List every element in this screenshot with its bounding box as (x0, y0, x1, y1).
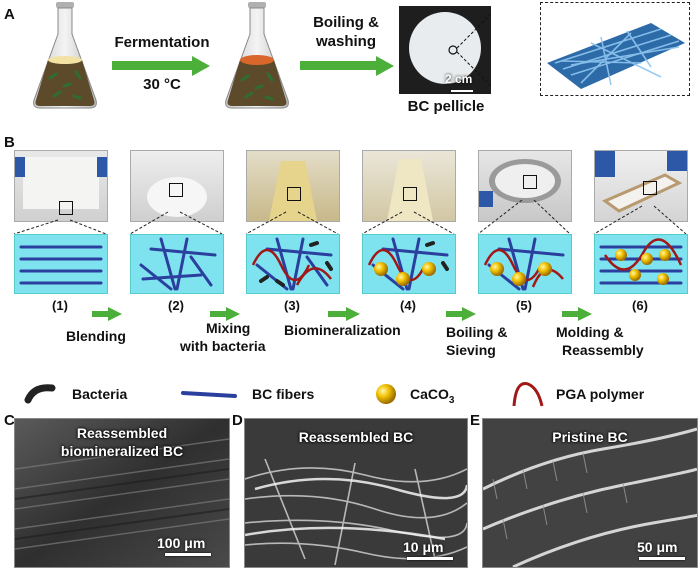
flask-fermented-icon (225, 2, 289, 109)
legend-bacteria: Bacteria (72, 386, 128, 402)
caco3-icon (376, 384, 396, 404)
sem-d-scale-label: 10 μm (403, 539, 444, 555)
panel-e-letter: E (470, 412, 481, 429)
bc-fiber-icon (181, 391, 237, 398)
photo-step1 (14, 150, 108, 222)
boiling-label: Boiling & (313, 14, 379, 31)
step-number-4: (4) (400, 298, 416, 313)
sem-e-scale-bar (639, 557, 685, 560)
sem-c-title-line2: biomineralized BC (60, 443, 184, 459)
caco3-text: CaCO (410, 386, 449, 402)
sem-d-title: Reassembled BC (298, 429, 414, 445)
fiber-network-zoom (540, 2, 690, 96)
arrow-boiling-icon (300, 56, 394, 76)
sem-e-title: Pristine BC (552, 429, 628, 445)
schematic-step6 (594, 234, 688, 294)
pellicle-scale-label: 2 cm (445, 72, 473, 86)
pga-polymer-icon (512, 381, 544, 407)
step-number-5: (5) (516, 298, 532, 313)
panel-b-letter: B (4, 134, 15, 151)
temperature-label: 30 °C (143, 76, 181, 93)
sem-d-scale-bar (407, 557, 453, 560)
sem-e-scale-label: 50 μm (637, 539, 678, 555)
panel-d-letter: D (232, 412, 243, 429)
reassembly-label: Reassembly (562, 342, 644, 358)
with-bacteria-label: with bacteria (180, 338, 266, 354)
fermentation-label: Fermentation (114, 34, 210, 51)
schematic-step3 (246, 234, 340, 294)
step-number-6: (6) (632, 298, 648, 313)
blending-label: Blending (66, 328, 126, 344)
boiling-sieving-line2: Sieving (446, 342, 496, 358)
sem-image-c: Reassembled biomineralized BC 100 μm (14, 418, 230, 568)
panel-c-letter: C (4, 412, 15, 429)
sem-image-e: Pristine BC 50 μm (482, 418, 698, 568)
sem-image-d: Reassembled BC 10 μm (244, 418, 468, 568)
bacteria-icon (24, 384, 56, 404)
bc-pellicle-label: BC pellicle (407, 98, 485, 115)
photo-step3 (246, 150, 340, 222)
sem-c-scale-label: 100 μm (157, 535, 206, 551)
schematic-step1 (14, 234, 108, 294)
photo-step5 (478, 150, 572, 222)
arrow-fermentation-icon (112, 56, 210, 76)
molding-label: Molding & (556, 324, 624, 340)
step-number-3: (3) (284, 298, 300, 313)
schematic-step2 (130, 234, 224, 294)
biomineralization-label: Biomineralization (284, 322, 401, 338)
schematic-step4 (362, 234, 456, 294)
boiling-sieving-line1: Boiling & (446, 324, 508, 340)
legend-pga-polymer: PGA polymer (556, 386, 645, 402)
sem-c-title-line1: Reassembled (76, 425, 168, 441)
legend-caco3: CaCO3 (410, 386, 454, 406)
caco3-subscript: 3 (448, 394, 455, 406)
schematic-step5 (478, 234, 572, 294)
step-number-2: (2) (168, 298, 184, 313)
photo-step6 (594, 150, 688, 222)
legend-bc-fibers: BC fibers (252, 386, 315, 402)
step-number-1: (1) (52, 298, 68, 313)
photo-step2 (130, 150, 224, 222)
process-arrows (92, 307, 592, 321)
washing-label: washing (315, 33, 376, 50)
panel-a-letter: A (4, 6, 15, 23)
photo-step4 (362, 150, 456, 222)
mixing-label: Mixing (206, 320, 251, 336)
sem-c-scale-bar (165, 553, 211, 556)
zoom-connectors (13, 200, 687, 235)
bc-pellicle-photo: 2 cm (399, 6, 492, 94)
flask-icon (33, 2, 97, 109)
